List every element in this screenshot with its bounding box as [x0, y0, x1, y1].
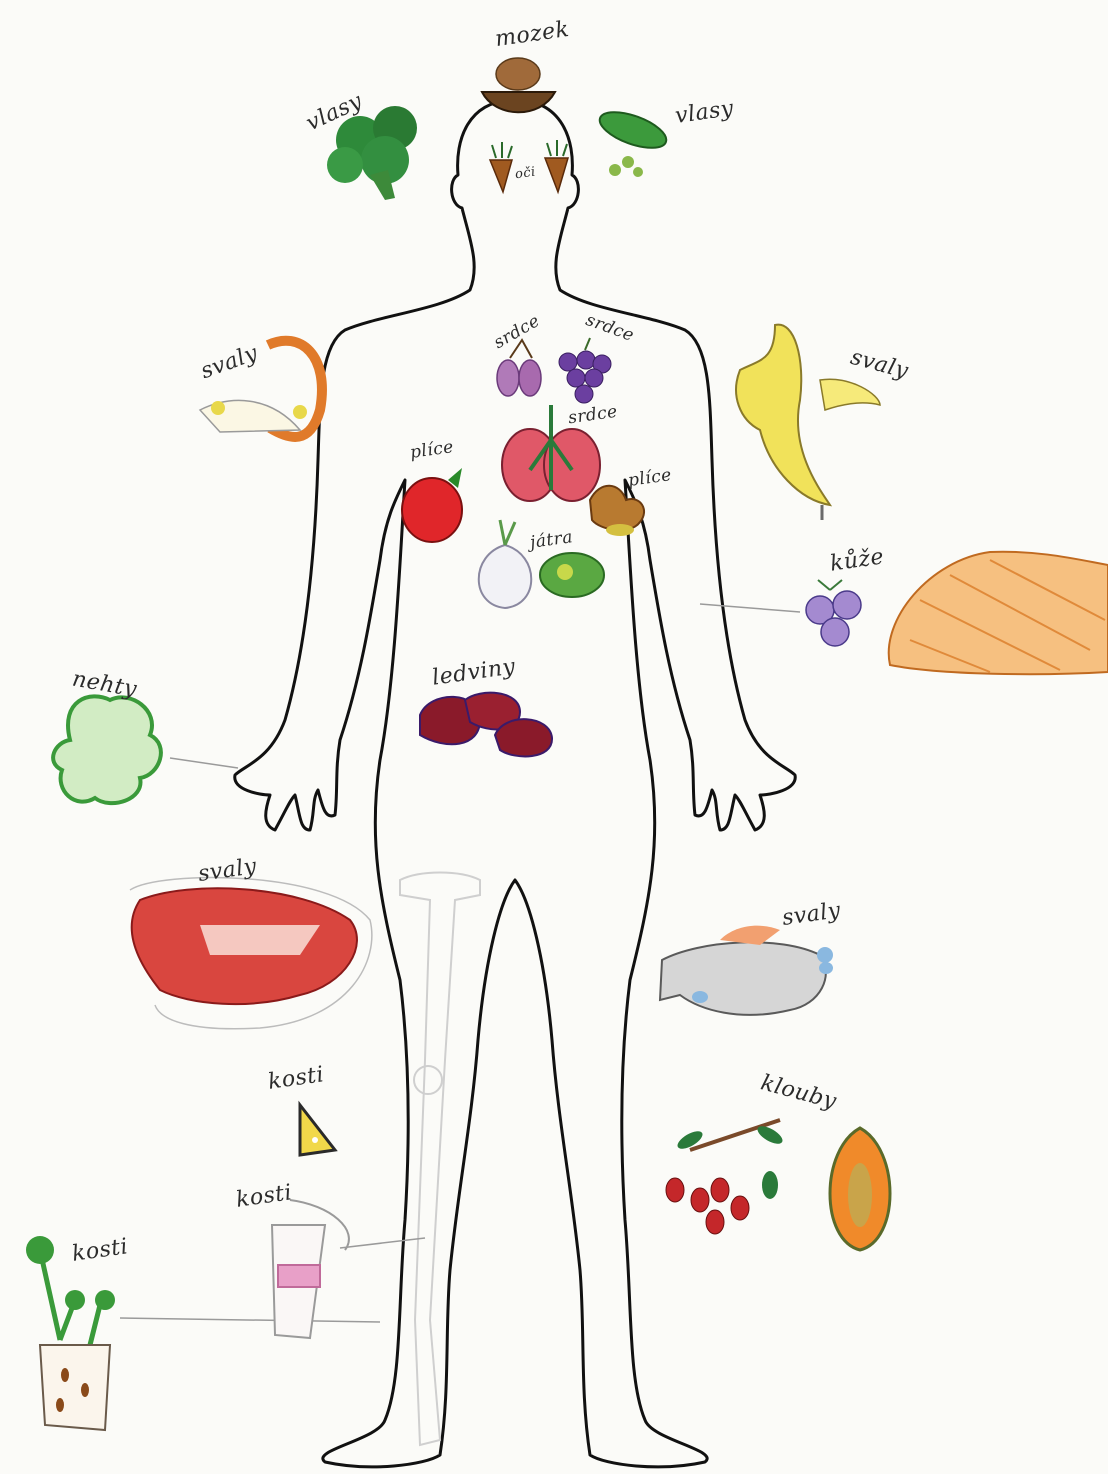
yogurt-cup-icon [272, 1200, 349, 1338]
beef-steak-icon [130, 878, 372, 1029]
ginger-icon [590, 486, 644, 536]
label-oci: oči [514, 165, 537, 183]
garlic-icon [479, 520, 532, 608]
salmon-fillet-icon [889, 552, 1108, 674]
fish-icon [660, 926, 833, 1015]
nut-bowl-icon [482, 58, 555, 112]
carrot-eye-left-icon [490, 142, 512, 192]
carrot-eye-right-icon [545, 140, 568, 192]
bone-sketch [400, 873, 480, 1446]
cucumber-icon [595, 105, 670, 177]
kale-leaf-icon [53, 696, 161, 803]
cheese-icon [300, 1105, 335, 1155]
goji-berry-icon [666, 1120, 785, 1234]
papaya-icon [830, 1128, 890, 1250]
parsley-icon [26, 1236, 115, 1430]
lettuce-icon [540, 553, 604, 597]
kidney-bean-icon [420, 693, 552, 757]
grape-icon [559, 338, 611, 403]
tomato-icon [402, 468, 462, 542]
blueberry-icon [806, 580, 861, 646]
